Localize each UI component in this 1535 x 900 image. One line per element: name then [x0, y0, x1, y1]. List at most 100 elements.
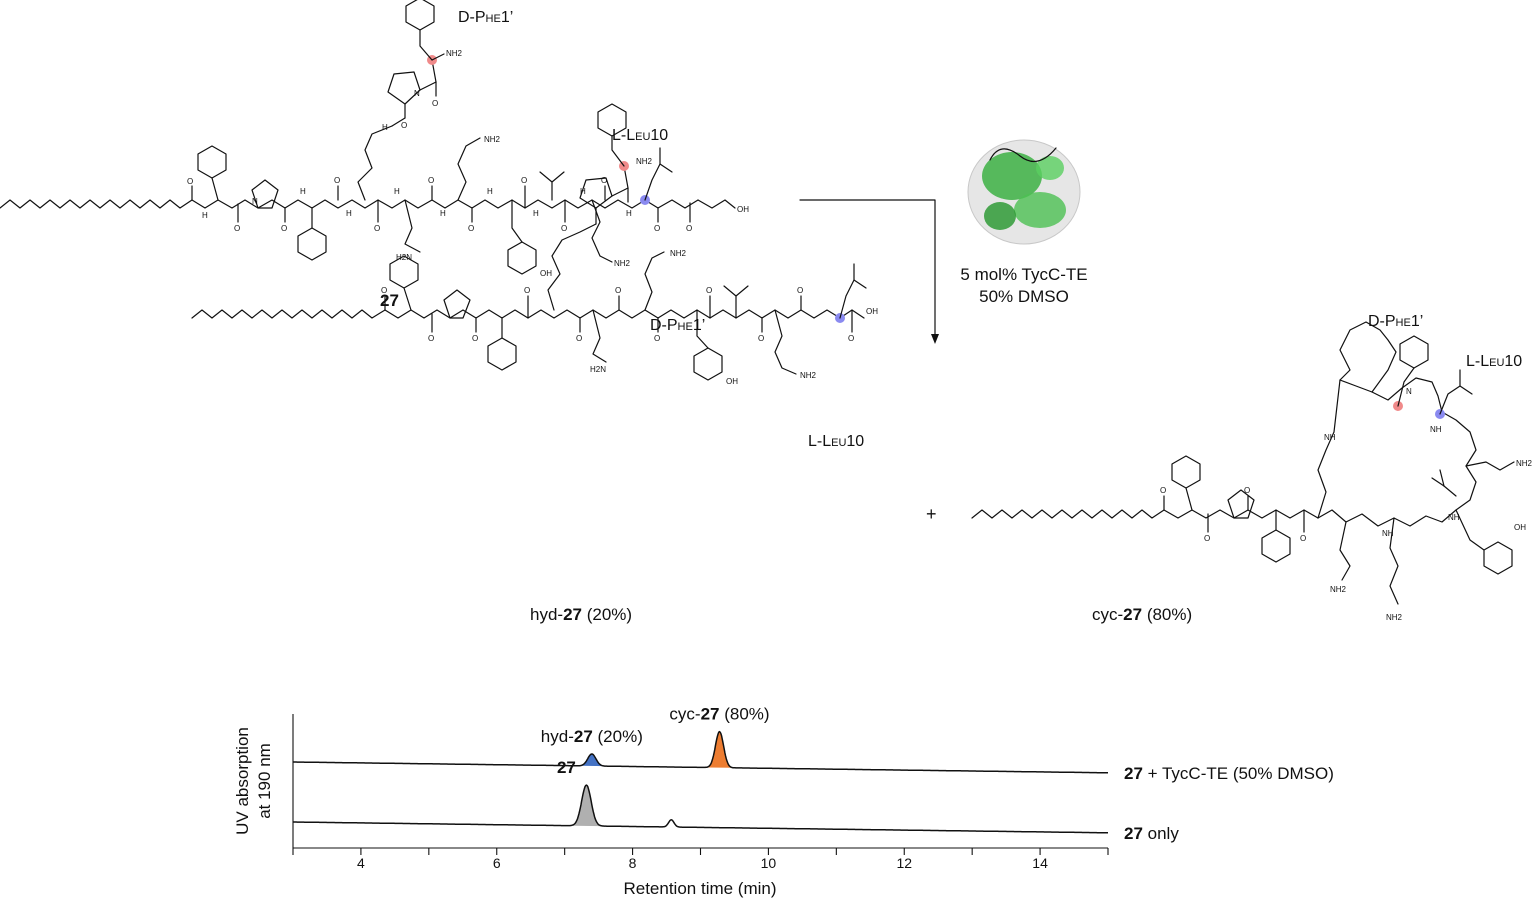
label-lleu-hyd: L-Leu10	[808, 433, 864, 450]
amide-nh-27: H H H H H H H H H	[202, 187, 632, 220]
svg-text:NH2: NH2	[446, 49, 463, 58]
x-tick-label: 12	[896, 855, 912, 871]
svg-text:NH2: NH2	[484, 135, 501, 144]
svg-text:N: N	[1406, 387, 1412, 396]
condition-catalyst: 5 mol% TycC-TE	[960, 265, 1087, 284]
svg-text:NH: NH	[1448, 513, 1460, 522]
svg-text:O: O	[432, 99, 438, 108]
y-axis-label-line2: at 190 nm	[255, 743, 274, 819]
svg-text:H: H	[580, 187, 586, 196]
svg-text:O: O	[654, 334, 660, 343]
svg-text:O: O	[468, 224, 474, 233]
svg-text:O: O	[1204, 534, 1210, 543]
svg-text:N: N	[414, 89, 420, 98]
svg-text:O: O	[758, 334, 764, 343]
label-dphe-27: D-Phe1’	[458, 9, 513, 26]
svg-text:NH2: NH2	[614, 259, 631, 268]
svg-text:H: H	[487, 187, 493, 196]
svg-text:H: H	[346, 209, 352, 218]
x-tick-label: 8	[629, 855, 637, 871]
label-lleu-27: L-Leu10	[612, 127, 668, 144]
label-dphe-cyc: D-Phe1’	[1368, 313, 1423, 330]
svg-text:H: H	[202, 211, 208, 220]
svg-text:O: O	[1244, 486, 1250, 495]
svg-text:OH: OH	[726, 377, 738, 386]
x-tick-label: 6	[493, 855, 501, 871]
svg-text:O: O	[401, 121, 407, 130]
svg-text:H: H	[626, 209, 632, 218]
x-tick-label: 14	[1032, 855, 1048, 871]
svg-text:O: O	[576, 334, 582, 343]
svg-text:O: O	[472, 334, 478, 343]
svg-text:OH: OH	[737, 205, 749, 214]
label-dphe-hyd: D-Phe1’	[650, 317, 705, 334]
x-tick-label: 10	[761, 855, 777, 871]
plus-sign: +	[926, 504, 937, 524]
svg-text:O: O	[524, 286, 530, 295]
svg-text:H: H	[394, 187, 400, 196]
svg-text:NH2: NH2	[800, 371, 817, 380]
label-hyd-27: hyd-27 (20%)	[530, 605, 632, 624]
protein-tycc-te	[967, 139, 1081, 245]
peak-label: cyc-27 (80%)	[669, 705, 769, 724]
x-axis-label: Retention time (min)	[623, 879, 776, 898]
svg-text:O: O	[281, 224, 287, 233]
svg-text:O: O	[601, 176, 607, 185]
carbonyls-27: O O O O O O O O O O O	[234, 176, 692, 233]
svg-text:NH2: NH2	[1330, 585, 1347, 594]
svg-text:OH: OH	[1514, 523, 1526, 532]
svg-text:NH2: NH2	[670, 249, 687, 258]
svg-text:O: O	[521, 176, 527, 185]
svg-text:H: H	[533, 209, 539, 218]
svg-text:O: O	[1160, 486, 1166, 495]
svg-text:OH: OH	[866, 307, 878, 316]
svg-text:O: O	[428, 176, 434, 185]
svg-text:NH: NH	[1324, 433, 1336, 442]
label-lleu-cyc: L-Leu10	[1466, 353, 1522, 370]
svg-text:N: N	[252, 197, 258, 206]
peak-label: hyd-27 (20%)	[541, 727, 643, 746]
peak-label: 27	[557, 758, 576, 777]
svg-text:O: O	[561, 224, 567, 233]
svg-text:O: O	[686, 224, 692, 233]
svg-text:NH2: NH2	[1516, 459, 1533, 468]
svg-text:O: O	[706, 286, 712, 295]
reaction-arrow	[799, 199, 939, 344]
svg-text:H2N: H2N	[590, 365, 606, 374]
x-tick-label: 4	[357, 855, 365, 871]
svg-text:O: O	[797, 286, 803, 295]
svg-text:NH2: NH2	[1386, 613, 1403, 622]
svg-text:H: H	[382, 123, 388, 132]
svg-text:O: O	[234, 224, 240, 233]
svg-text:H2N: H2N	[396, 253, 412, 262]
svg-text:O: O	[381, 286, 387, 295]
backbone-27	[191, 199, 699, 209]
condition-solvent: 50% DMSO	[979, 287, 1069, 306]
svg-text:O: O	[615, 286, 621, 295]
svg-text:O: O	[1300, 534, 1306, 543]
y-axis-label-line1: UV absorption	[233, 727, 252, 835]
trace-line-0	[293, 730, 1108, 774]
svg-text:H: H	[440, 209, 446, 218]
svg-text:O: O	[848, 334, 854, 343]
label-cyc-27: cyc-27 (80%)	[1092, 605, 1192, 624]
structure-27: O OH O O O O O O O O O O O H H H H H H H…	[0, 0, 749, 310]
svg-text:O: O	[374, 224, 380, 233]
series-label-0: 27 + TycC-TE (50% DMSO)	[1124, 764, 1334, 783]
chromatogram: 4 6 8 10 12 14 27 + TycC-TE (50% DMSO) hyd-27 …	[233, 705, 1334, 898]
lipid-chain	[0, 199, 193, 209]
series-label-1: 27 only	[1124, 824, 1179, 843]
svg-text:NH: NH	[1430, 425, 1442, 434]
trace-line-1	[293, 784, 1108, 834]
structure-cyc-27: O O O O NH N NH NH NH D-Phe1’ L-Leu10 NH…	[971, 313, 1533, 624]
svg-text:O: O	[187, 177, 193, 186]
svg-text:NH: NH	[1382, 529, 1394, 538]
svg-text:O: O	[334, 176, 340, 185]
macrocycle-ring	[1317, 377, 1477, 527]
svg-text:O: O	[654, 224, 660, 233]
svg-text:H: H	[300, 187, 306, 196]
svg-text:NH2: NH2	[636, 157, 653, 166]
svg-text:O: O	[428, 334, 434, 343]
svg-text:OH: OH	[540, 269, 552, 278]
